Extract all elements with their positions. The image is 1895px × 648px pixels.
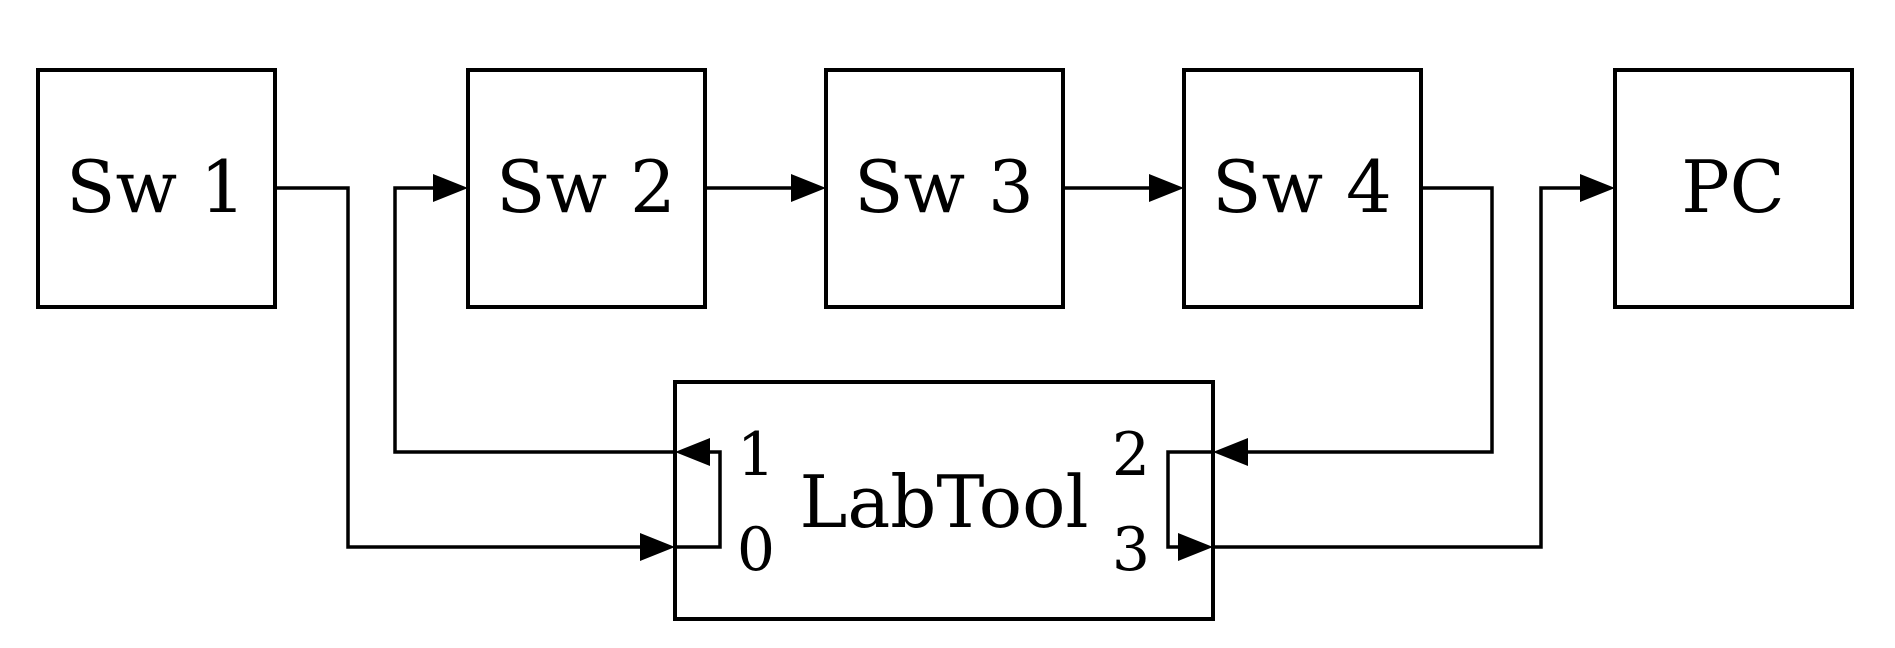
sw1-label: Sw 1 [66, 145, 246, 229]
arrowhead [1178, 533, 1213, 561]
edge-labtool-loop-0-1 [675, 438, 722, 549]
sw3-label: Sw 3 [854, 145, 1034, 229]
node-sw4: Sw 4 [1182, 68, 1423, 309]
edge-line [1166, 450, 1213, 549]
node-pc: PC [1613, 68, 1854, 309]
arrowhead [1213, 438, 1248, 466]
edge-line [675, 450, 722, 549]
sw2-box [466, 68, 707, 309]
edge-sw3-to-sw4 [1063, 174, 1184, 202]
sw4-label: Sw 4 [1212, 145, 1392, 229]
arrowhead [433, 174, 468, 202]
arrowhead [1580, 174, 1615, 202]
edge-line [275, 186, 640, 549]
arrowhead [791, 174, 826, 202]
node-sw2: Sw 2 [466, 68, 707, 309]
edge-labtool-3-to-pc [1213, 174, 1615, 549]
edge-sw2-to-sw3 [705, 174, 826, 202]
edge-line [1248, 186, 1494, 454]
arrowhead [640, 533, 675, 561]
edge-line [1213, 186, 1580, 549]
arrowhead [1149, 174, 1184, 202]
edge-labtool-loop-2-3 [1166, 450, 1213, 561]
pc-box [1613, 68, 1854, 309]
edge-sw4-to-labtool-2 [1213, 186, 1494, 466]
node-sw3: Sw 3 [824, 68, 1065, 309]
sw3-box [824, 68, 1065, 309]
labtool-box [673, 380, 1215, 621]
sw1-box [36, 68, 277, 309]
node-labtool: LabTool 1 0 2 3 [673, 380, 1215, 621]
port-0-label: 0 [737, 515, 775, 585]
edge-sw1-to-labtool-0 [275, 186, 675, 561]
labtool-label: LabTool [800, 460, 1089, 544]
port-1-label: 1 [737, 420, 775, 490]
edge-labtool-1-to-sw2 [393, 174, 675, 454]
edge-line [393, 186, 675, 454]
sw2-label: Sw 2 [496, 145, 676, 229]
port-2-label: 2 [1112, 420, 1150, 490]
arrowhead [675, 438, 710, 466]
pc-label: PC [1681, 145, 1785, 229]
node-sw1: Sw 1 [36, 68, 277, 309]
port-3-label: 3 [1112, 515, 1150, 585]
